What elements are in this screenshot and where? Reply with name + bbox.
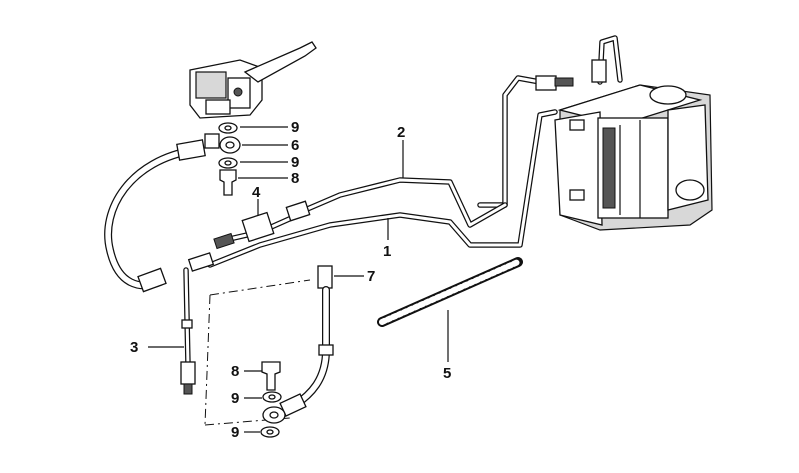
callout-8-top: 8 [291,170,299,187]
brake-pipe-1 [207,109,558,268]
callout-1: 1 [383,243,391,260]
abs-top-pipe [477,35,623,208]
callout-9-top: 9 [291,119,299,136]
callout-3: 3 [130,339,138,356]
callout-7: 7 [367,268,375,285]
banjo-lower [262,406,286,424]
protective-sleeve-5 [377,257,523,327]
flex-hose-left [104,133,220,293]
callout-8-bottom: 8 [231,363,239,380]
abs-unit [554,84,713,231]
hose-7 [279,265,334,417]
callout-2: 2 [397,124,405,141]
callout-6: 6 [291,137,299,154]
brake-pipe-3 [180,267,196,395]
bolt-8-bottom [261,361,281,391]
washer-9-bottom [260,426,280,438]
brake-pipe-2 [302,177,508,228]
bolt-8-top [219,169,237,196]
callout-9-lower: 9 [231,390,239,407]
washer-9-top [218,122,238,134]
leader-lines [148,126,449,433]
callout-4: 4 [252,184,261,201]
callout-5: 5 [443,365,451,382]
washer-9-mid [218,157,238,169]
banjo-6 [219,136,241,154]
callout-9-mid: 9 [291,154,299,171]
washer-9-lower [262,391,282,403]
connector-4 [187,200,311,272]
master-cylinder [189,41,317,119]
callout-9-bottom: 9 [231,424,239,441]
